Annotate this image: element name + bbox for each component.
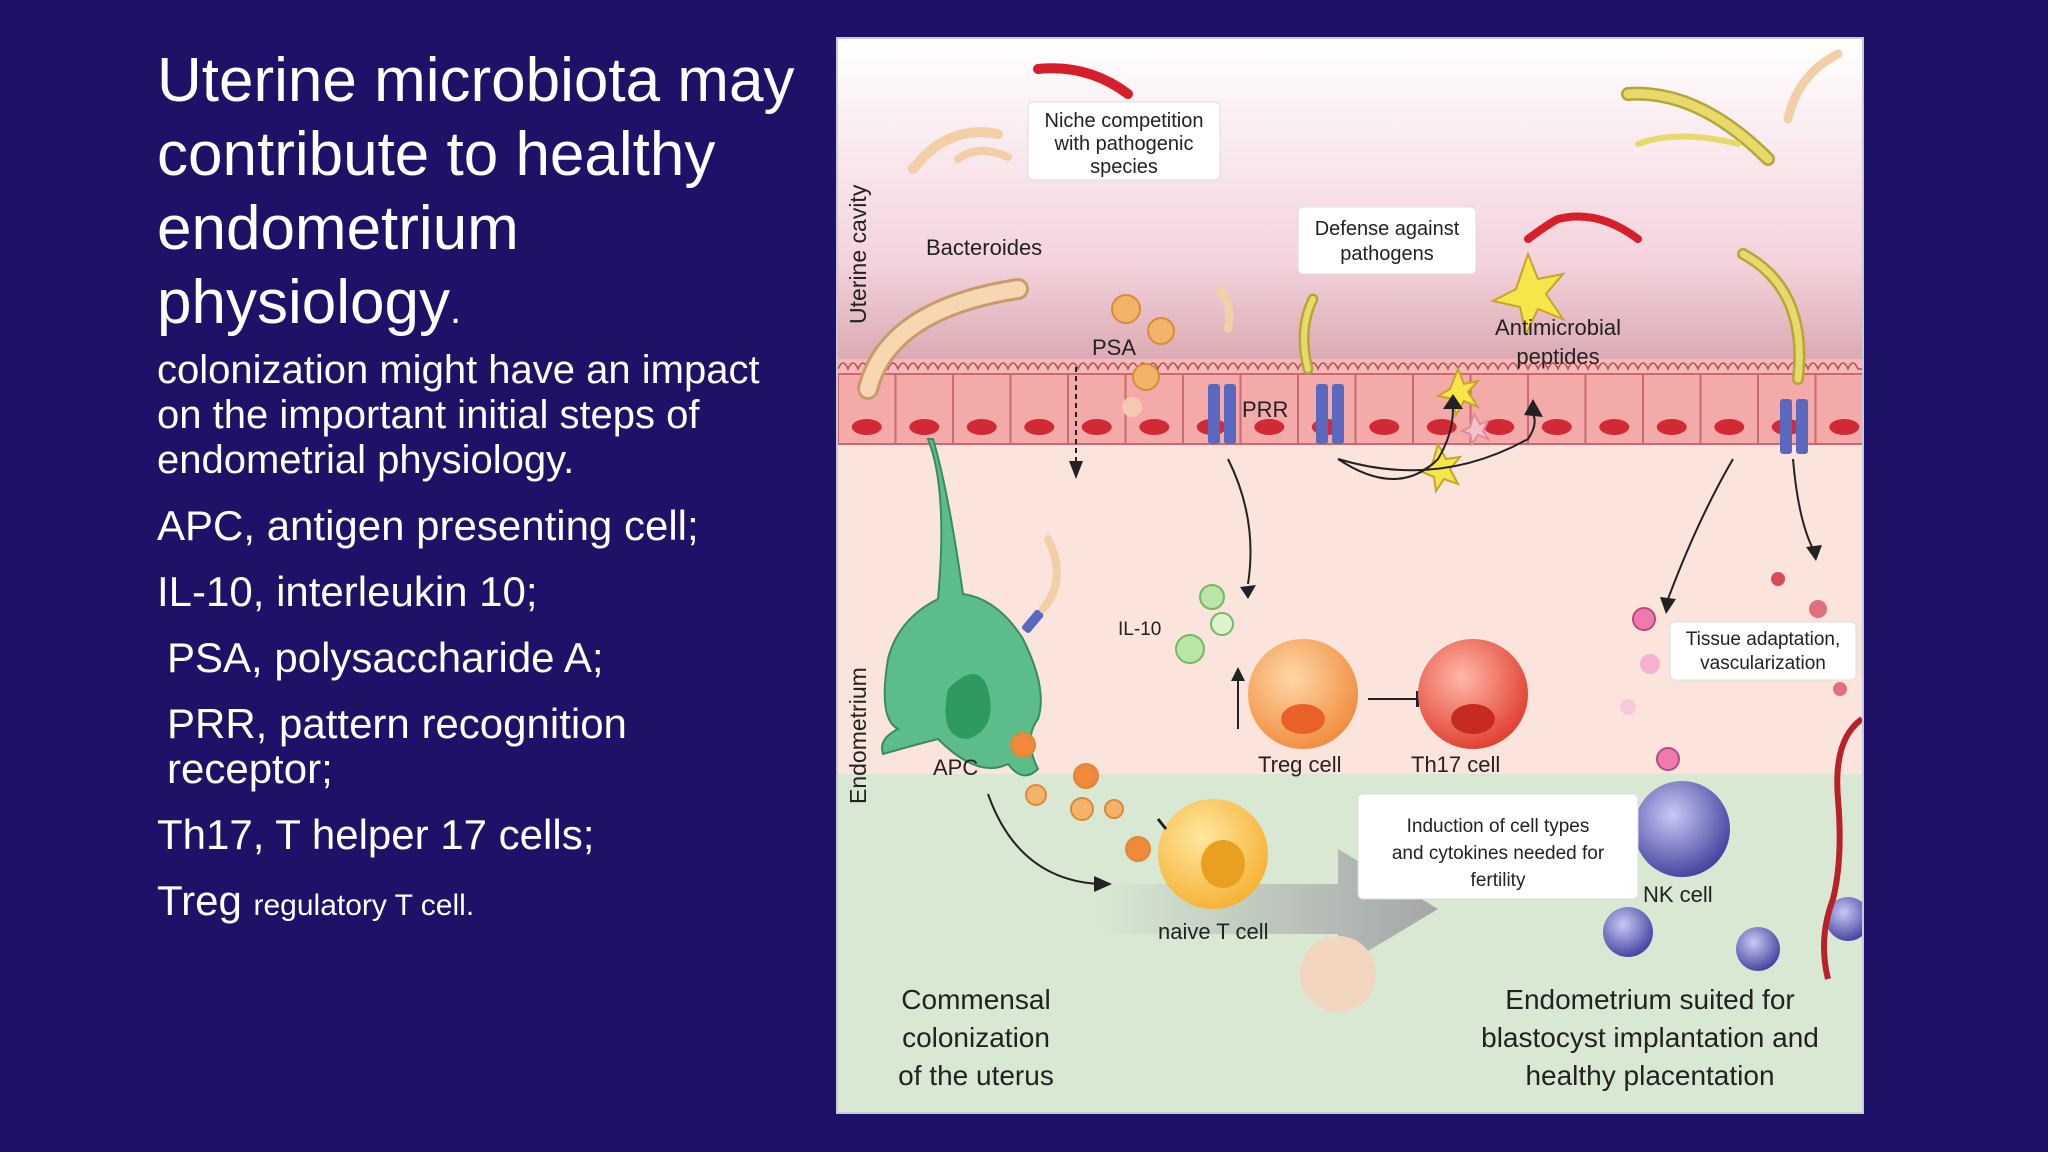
pathogen-icon xyxy=(1033,63,1133,99)
prr-receptor-icon xyxy=(1208,384,1808,454)
induction-label-line3: fertility xyxy=(1471,870,1526,891)
definitions-panel: colonization might have an impact on the… xyxy=(157,348,797,949)
epithelial-cell-nucleus xyxy=(1714,419,1745,435)
naive-t-label: naive T cell xyxy=(1158,919,1268,944)
epithelial-cell-nucleus xyxy=(1656,419,1687,435)
outcome-left-line2: colonization xyxy=(902,1022,1050,1053)
bacteroides-icon xyxy=(857,278,1029,400)
embryo-cell-icon xyxy=(1300,936,1376,1012)
apc-signal-molecules-icon xyxy=(1010,732,1151,862)
endometrium-label: Endometrium xyxy=(845,667,871,804)
epithelial-cell-nucleus xyxy=(1484,419,1515,435)
th17-cell-icon xyxy=(1418,639,1528,749)
niche-label-line2: with pathogenic xyxy=(1054,133,1194,155)
pathway-arrows xyxy=(987,408,1814,885)
nk-label: NK cell xyxy=(1643,882,1713,907)
abbr-treg: Treg regulatory T cell. xyxy=(157,878,797,928)
outcome-arrow xyxy=(1098,849,1438,969)
commensal-bacteria-icon xyxy=(908,127,1012,174)
induction-label-box xyxy=(1357,793,1639,900)
abbr-il10: IL-10, interleukin 10; xyxy=(157,568,538,615)
uterine-cavity-label: Uterine cavity xyxy=(845,184,871,324)
epithelial-cell-nucleus xyxy=(1024,419,1055,435)
slide-title: Uterine microbiota may contribute to hea… xyxy=(157,44,817,347)
treg-label: Treg cell xyxy=(1258,752,1342,777)
niche-label-box xyxy=(1027,101,1221,181)
tissue-label-box xyxy=(1669,621,1857,681)
defense-label-line2: pathogens xyxy=(1340,243,1433,265)
epithelial-cell-nucleus xyxy=(1139,419,1170,435)
epithelial-cell-nucleus xyxy=(1541,419,1572,435)
diagram-canvas: Uterine cavity Endometrium xyxy=(838,39,1862,1112)
antimicrobial-label-line1: Antimicrobial xyxy=(1495,315,1621,340)
microbiota-diagram: Uterine cavity Endometrium xyxy=(836,37,1864,1114)
intro-text: colonization might have an impact on the… xyxy=(157,348,760,482)
psa-arrow-head xyxy=(1069,461,1083,479)
epithelial-cell xyxy=(1009,373,1069,445)
niche-label-line3: species xyxy=(1090,156,1158,178)
outcome-right-line3: healthy placentation xyxy=(1525,1060,1774,1091)
slide-title-text: Uterine microbiota may contribute to hea… xyxy=(157,46,795,337)
psa-molecules-icon xyxy=(1111,294,1175,417)
defense-label-box xyxy=(1297,206,1477,275)
epithelial-cell-nucleus xyxy=(851,419,882,435)
psa-label: PSA xyxy=(1092,335,1136,360)
tissue-molecules-icon xyxy=(1620,572,1847,771)
outcome-left-line3: of the uterus xyxy=(898,1060,1054,1091)
abbr-prr: PRR, pattern recognition receptor; xyxy=(167,700,627,792)
induction-label-line1: Induction of cell types xyxy=(1407,816,1590,837)
outcome-right-line1: Endometrium suited for xyxy=(1505,984,1794,1015)
abbr-apc: APC, antigen presenting cell; xyxy=(157,502,699,549)
apc-cell-icon xyxy=(881,438,1061,777)
prr-label: PRR xyxy=(1242,397,1288,422)
antimicrobial-label-line2: peptides xyxy=(1516,344,1599,369)
epithelial-cell-nucleus xyxy=(1599,419,1630,435)
induction-label-line2: and cytokines needed for xyxy=(1392,843,1605,864)
epithelial-cell-nucleus xyxy=(909,419,940,435)
th17-label: Th17 cell xyxy=(1411,752,1500,777)
outcome-right-line2: blastocyst implantation and xyxy=(1481,1022,1819,1053)
naive-t-cell-icon xyxy=(1156,799,1268,909)
nk-cell-icon xyxy=(1603,781,1862,971)
slide-title-period: . xyxy=(449,288,462,332)
il10-molecules-icon xyxy=(1175,584,1234,664)
tissue-label-line2: vascularization xyxy=(1700,653,1826,674)
arrow-heads xyxy=(1094,394,1822,892)
epithelial-cell-nucleus xyxy=(1081,419,1112,435)
blood-vessel-icon xyxy=(1821,716,1862,980)
niche-label-line1: Niche competition xyxy=(1045,110,1204,132)
epithelial-cell-nucleus xyxy=(1829,419,1860,435)
epithelium-layer xyxy=(838,359,1862,445)
abbr-treg-definition: regulatory T cell. xyxy=(253,889,475,922)
bacteroides-label: Bacteroides xyxy=(926,235,1042,260)
pathogen-icon-2 xyxy=(1524,212,1642,243)
abbr-treg-term: Treg xyxy=(157,877,242,924)
outcome-left-line1: Commensal xyxy=(901,984,1050,1015)
apc-label: APC xyxy=(933,755,978,780)
epithelial-cell-nucleus xyxy=(1254,419,1285,435)
lactobacillus-icon xyxy=(1214,49,1843,385)
epithelial-cell-nucleus xyxy=(1369,419,1400,435)
abbr-th17: Th17, T helper 17 cells; xyxy=(157,811,595,858)
defense-label-line1: Defense against xyxy=(1315,218,1460,240)
epithelial-cell-nucleus xyxy=(966,419,997,435)
treg-cell-icon xyxy=(1248,639,1358,749)
il10-label: IL-10 xyxy=(1118,619,1161,640)
abbr-psa: PSA, polysaccharide A; xyxy=(167,634,604,681)
tissue-label-line1: Tissue adaptation, xyxy=(1686,629,1841,650)
